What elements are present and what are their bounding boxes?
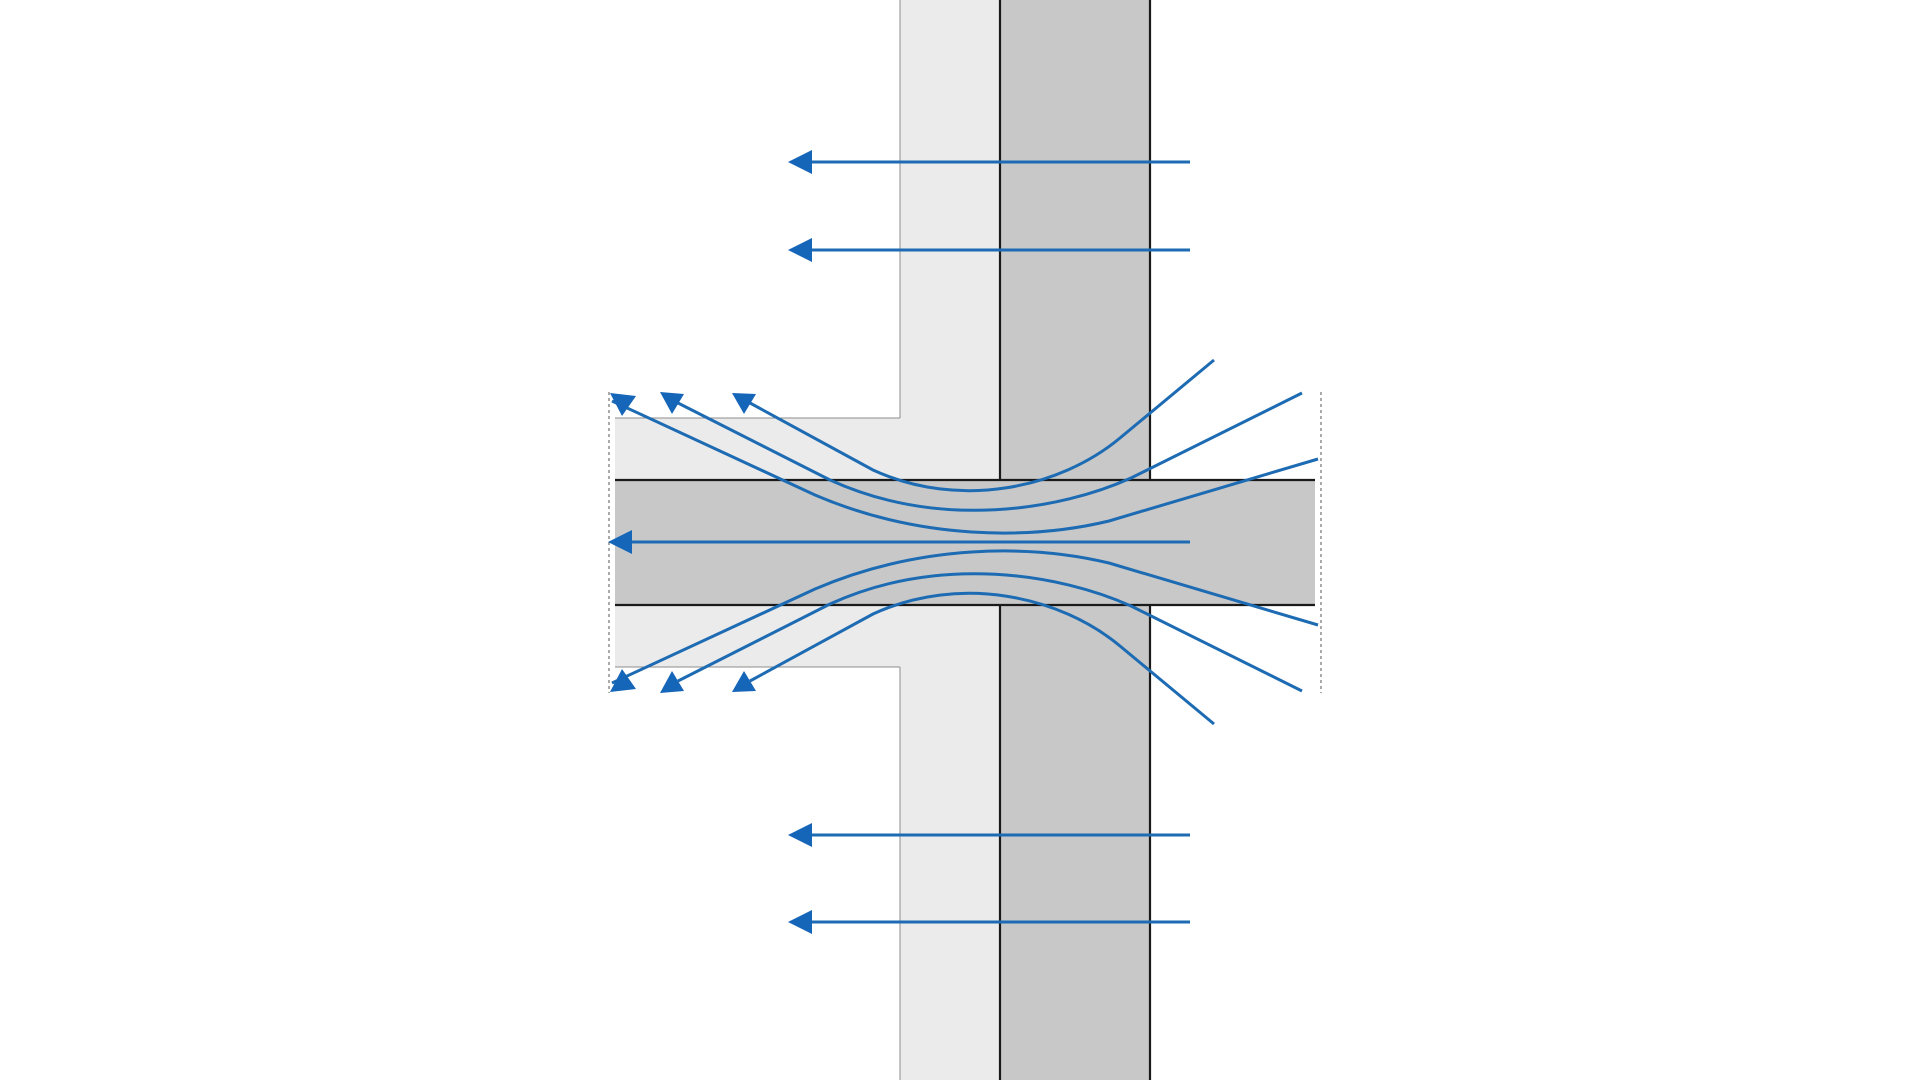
flow-line-curved	[611, 549, 1319, 685]
arrowhead-icon	[788, 910, 812, 934]
arrowhead-icon	[660, 392, 684, 414]
arrowhead-icon	[788, 238, 812, 262]
slab-insulation-top	[615, 418, 900, 480]
arrowheads	[608, 150, 812, 934]
flow-line-curved	[749, 358, 1215, 493]
arrowhead-icon	[788, 823, 812, 847]
flow-line-curved	[677, 572, 1303, 693]
arrowhead-icon	[610, 669, 636, 692]
flow-line-curved	[749, 591, 1215, 726]
converging-flow-lines-upper	[611, 358, 1319, 535]
flow-line-curved	[677, 391, 1303, 512]
arrowhead-icon	[788, 150, 812, 174]
flow-line-curved	[611, 399, 1319, 535]
converging-flow-lines-lower	[611, 549, 1319, 726]
arrowhead-icon	[732, 393, 756, 414]
arrowhead-icon	[732, 671, 756, 692]
arrowhead-icon	[608, 530, 632, 554]
arrowhead-icon	[610, 393, 636, 416]
arrowhead-icon	[660, 671, 684, 693]
straight-flow-lines	[627, 160, 1190, 924]
